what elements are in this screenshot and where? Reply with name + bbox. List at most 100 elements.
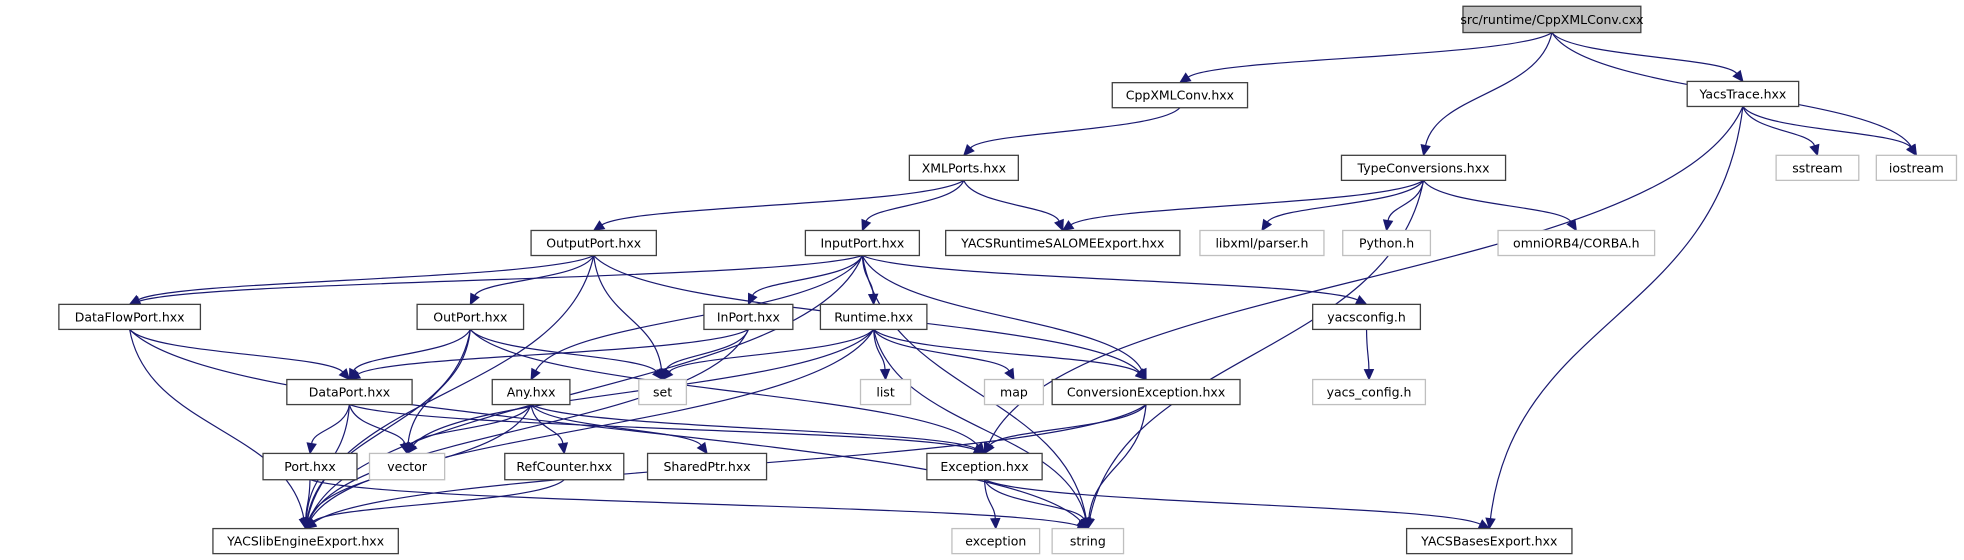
edge-yacstrace-to-iostream: [1742, 106, 1912, 148]
node-box: [416, 303, 525, 331]
node-sharedptr[interactable]: SharedPtr.hxx: [646, 452, 768, 481]
node-label: OutputPort.hxx: [546, 235, 641, 250]
node-label: iostream: [1889, 160, 1944, 175]
node-string: string: [1051, 527, 1125, 555]
node-box: [951, 527, 1041, 555]
node-label: Exception.hxx: [940, 459, 1028, 474]
edge-runtime-to-string: [873, 329, 1087, 519]
arrowhead-inputport-to-inport: [747, 292, 758, 306]
node-box: [945, 229, 1181, 257]
node-box: [1051, 527, 1125, 555]
edge-inport-to-yacslibengine: [309, 329, 749, 520]
node-box: [58, 303, 202, 331]
node-convexc[interactable]: ConversionException.hxx: [1051, 378, 1241, 406]
node-port[interactable]: Port.hxx: [262, 452, 358, 481]
arrowhead-yacsconfig-to-yacs_config: [1363, 368, 1375, 381]
edge-yacstrace-to-yacsbases: [1489, 106, 1744, 519]
edge-xmlports-to-inputport: [865, 180, 965, 222]
node-label: Port.hxx: [284, 459, 335, 474]
node-label: string: [1070, 534, 1106, 549]
node-box: [1342, 229, 1432, 257]
node-libxml: libxml/parser.h: [1199, 229, 1325, 257]
node-label: InputPort.hxx: [820, 235, 904, 250]
node-outputport[interactable]: OutputPort.hxx: [530, 229, 657, 257]
edge-xmlports-to-outputport: [601, 179, 965, 226]
edge-yacstrace-to-sstream: [1742, 106, 1816, 147]
node-yacsconfig[interactable]: yacsconfig.h: [1312, 303, 1422, 331]
node-typeconv[interactable]: TypeConversions.hxx: [1340, 154, 1507, 182]
node-label: TypeConversions.hxx: [1357, 160, 1490, 175]
arrowhead-xmlports-to-yacsruntimesalome: [1054, 218, 1064, 232]
node-box: [1312, 378, 1427, 406]
edge-inport-to-dataport: [357, 328, 749, 375]
edge-dataflowport-to-string: [129, 329, 1082, 522]
node-label: InPort.hxx: [717, 309, 780, 324]
node-label: Runtime.hxx: [834, 309, 913, 324]
edge-exception_hxx-to-exception: [983, 479, 996, 519]
node-yacsbases[interactable]: YACSBasesExport.hxx: [1405, 527, 1573, 555]
node-outport[interactable]: OutPort.hxx: [416, 303, 525, 331]
node-box: [1051, 378, 1241, 406]
node-label: Any.hxx: [507, 385, 556, 400]
edge-root-to-typeconv: [1424, 32, 1553, 146]
node-yacstrace[interactable]: YacsTrace.hxx: [1686, 80, 1800, 108]
node-runtime[interactable]: Runtime.hxx: [819, 303, 928, 331]
node-yacsruntimesalome[interactable]: YACSRuntimeSALOMEExport.hxx: [945, 229, 1181, 257]
edge-runtime-to-map: [873, 329, 1010, 372]
node-cppxmlconv_hxx[interactable]: CppXMLConv.hxx: [1111, 82, 1249, 109]
node-label: YACSBasesExport.hxx: [1420, 534, 1557, 549]
edge-yacstrace-to-exception_hxx: [987, 106, 1744, 445]
node-yacs_config: yacs_config.h: [1312, 378, 1427, 406]
node-box: [908, 154, 1019, 182]
node-dataport[interactable]: DataPort.hxx: [286, 378, 413, 406]
nodes-layer: src/runtime/CppXMLConv.cxxCppXMLConv.hxx…: [58, 5, 1958, 555]
edge-inputport-to-dataflowport: [138, 254, 863, 302]
node-box: [926, 452, 1043, 481]
node-label: XMLPorts.hxx: [922, 160, 1006, 175]
edge-runtime-to-convexc: [873, 328, 1140, 374]
arrowhead-exception_hxx-to-exception: [990, 517, 1001, 530]
node-map: map: [983, 378, 1045, 406]
node-xmlports[interactable]: XMLPorts.hxx: [908, 154, 1019, 182]
edge-typeconv-to-libxml: [1266, 180, 1425, 223]
edge-inputport-to-convexc: [861, 255, 1143, 371]
arrowhead-typeconv-to-yacsruntimesalome: [1061, 220, 1075, 232]
node-root[interactable]: src/runtime/CppXMLConv.cxx: [1460, 5, 1644, 34]
node-box: [859, 378, 912, 406]
node-any[interactable]: Any.hxx: [491, 378, 571, 406]
edge-typeconv-to-yacsruntimesalome: [1070, 179, 1424, 226]
edge-outport-to-dataport: [353, 329, 471, 371]
edge-xmlports-to-yacsruntimesalome: [963, 180, 1060, 222]
node-box: [1405, 527, 1573, 555]
arrowhead-exception_hxx-to-string: [1078, 516, 1089, 530]
node-box: [1462, 5, 1642, 34]
arrowhead-any-to-refcounter: [557, 442, 569, 455]
node-box: [646, 452, 768, 481]
arrowhead-any-to-sharedptr: [696, 441, 708, 455]
edge-any-to-vector: [411, 404, 532, 445]
node-python: Python.h: [1342, 229, 1432, 257]
edge-dataport-to-port: [311, 404, 351, 444]
node-box: [286, 378, 413, 406]
edge-cppxmlconv_hxx-to-xmlports: [970, 107, 1181, 149]
edge-outputport-to-dataflowport: [138, 254, 594, 301]
edge-runtime-to-list: [873, 329, 886, 370]
arrowhead-any-to-vector: [406, 441, 417, 455]
node-exception_hxx[interactable]: Exception.hxx: [926, 452, 1043, 481]
node-yacslibengine[interactable]: YACSlibEngineExport.hxx: [212, 527, 399, 555]
edge-outputport-to-set: [593, 255, 663, 370]
node-box: [1340, 154, 1507, 182]
node-dataflowport[interactable]: DataFlowPort.hxx: [58, 303, 202, 331]
node-label: vector: [387, 459, 428, 474]
node-refcounter[interactable]: RefCounter.hxx: [504, 452, 625, 481]
arrowhead-inputport-to-any: [530, 367, 541, 381]
node-iostream: iostream: [1875, 154, 1958, 182]
edge-exception_hxx-to-string: [983, 479, 1085, 520]
arrowhead-inputport-to-yacsconfig: [1354, 295, 1368, 305]
node-label: DataFlowPort.hxx: [75, 309, 185, 324]
node-inputport[interactable]: InputPort.hxx: [804, 229, 921, 257]
node-inport[interactable]: InPort.hxx: [703, 303, 794, 331]
edge-yacsconfig-to-yacs_config: [1365, 329, 1370, 370]
arrowhead-typeconv-to-libxml: [1261, 218, 1273, 232]
